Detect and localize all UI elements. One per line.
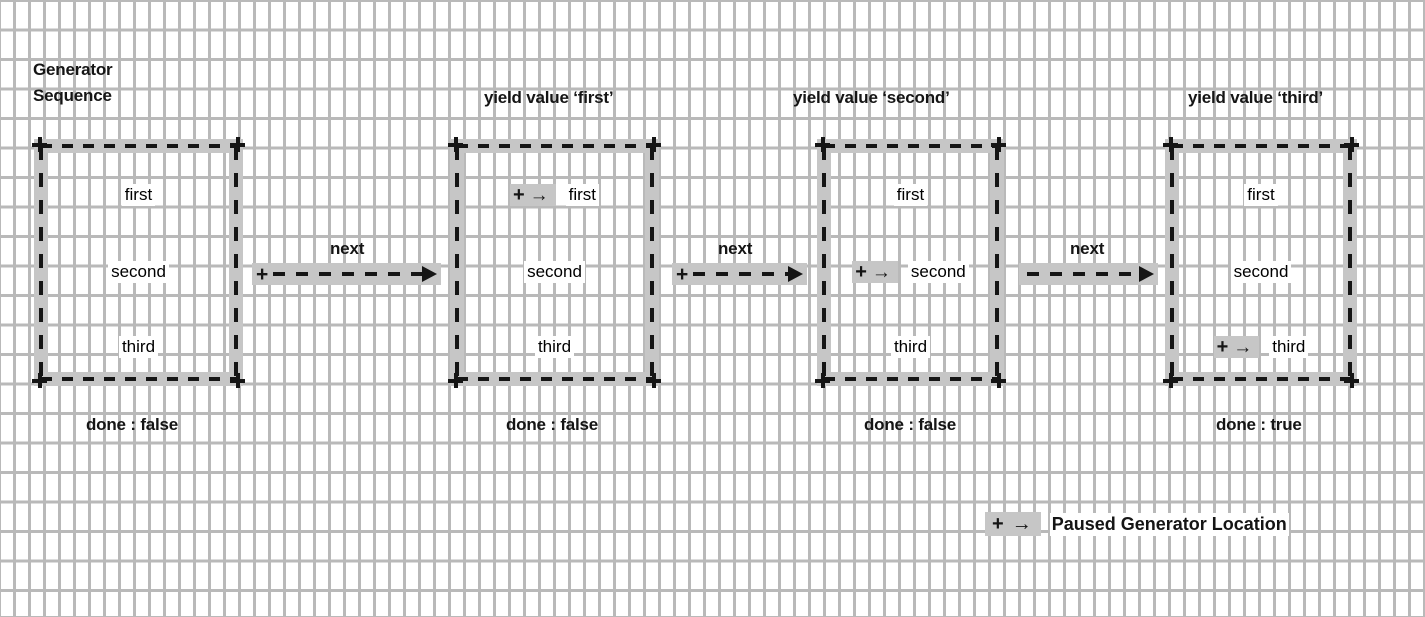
- transition-dashed-line: [693, 272, 789, 276]
- transition-arrow-1: +: [252, 263, 441, 285]
- box-dash-left: [1170, 146, 1174, 379]
- done-status-1: done : false: [86, 415, 179, 434]
- paused-generator-marker-icon: + →: [1213, 336, 1260, 358]
- corner-plus-icon: [991, 373, 1006, 388]
- state-box-1: first second third: [32, 137, 245, 388]
- corner-plus-icon: [1163, 137, 1178, 152]
- box-dash-right: [234, 146, 238, 379]
- legend-label: Paused Generator Location: [1049, 512, 1289, 536]
- state-box-2: + → first second third: [448, 137, 661, 388]
- done-status-2: done : false: [506, 415, 599, 434]
- state-caption-4: yield value ‘third’: [1188, 88, 1324, 107]
- sequence-item-row: second: [41, 259, 236, 285]
- box-dash-left: [455, 146, 459, 379]
- sequence-item-row: first: [1172, 182, 1350, 208]
- transition-dashed-line: [273, 272, 423, 276]
- sequence-item-row-paused: + → third: [1172, 334, 1350, 360]
- box-dash-left: [822, 146, 826, 379]
- transition-plus-icon: +: [676, 262, 689, 286]
- box-dash-top: [457, 144, 652, 148]
- corner-plus-icon: [230, 137, 245, 152]
- sequence-item-label: first: [1244, 184, 1278, 206]
- state-caption-3: yield value ‘second’: [793, 88, 950, 107]
- done-status-3: done : false: [864, 415, 957, 434]
- sequence-item-label: first: [121, 184, 156, 206]
- transition-label-3: next: [1070, 239, 1105, 258]
- corner-plus-icon: [646, 137, 661, 152]
- diagram-title-line-2: Sequence: [33, 86, 112, 105]
- sequence-item-label: third: [118, 336, 159, 358]
- sequence-item-row-paused: + → second: [824, 259, 997, 285]
- state-caption-2: yield value ‘first’: [484, 88, 614, 107]
- transition-arrowhead-icon: [1139, 266, 1154, 282]
- marker-plus-icon: +: [855, 261, 869, 283]
- sequence-item-row-paused: + → first: [457, 182, 652, 208]
- legend: + → Paused Generator Location: [985, 512, 1289, 536]
- sequence-item-row: third: [457, 334, 652, 360]
- sequence-item-label: third: [1269, 336, 1309, 358]
- corner-plus-icon: [815, 373, 830, 388]
- sequence-item-row: third: [824, 334, 997, 360]
- sequence-item-label: second: [907, 261, 969, 283]
- sequence-item-label: second: [524, 261, 585, 283]
- legend-arrow-icon: →: [1011, 513, 1032, 535]
- transition-label-2: next: [718, 239, 753, 258]
- sequence-item-label: third: [534, 336, 575, 358]
- transition-dashed-line: [1027, 272, 1140, 276]
- corner-plus-icon: [32, 137, 47, 152]
- transition-plus-icon: +: [256, 262, 269, 286]
- corner-plus-icon: [1163, 373, 1178, 388]
- corner-plus-icon: [448, 373, 463, 388]
- diagram-title-line-1: Generator: [33, 60, 113, 79]
- state-box-4: first second + → third: [1163, 137, 1359, 388]
- transition-arrowhead-icon: [788, 266, 803, 282]
- marker-plus-icon: +: [512, 184, 527, 206]
- box-dash-right: [650, 146, 654, 379]
- sequence-item-row: first: [41, 182, 236, 208]
- sequence-item-label: first: [565, 184, 600, 206]
- box-dash-top: [1172, 144, 1350, 148]
- sequence-item-label: first: [893, 184, 928, 206]
- legend-marker-icon: + →: [985, 512, 1041, 536]
- sequence-item-label: third: [890, 336, 931, 358]
- transition-arrowhead-icon: [422, 266, 437, 282]
- legend-plus-icon: +: [992, 513, 1004, 535]
- box-dash-right: [1348, 146, 1352, 379]
- sequence-item-label: second: [1230, 261, 1292, 283]
- box-dash-bottom: [824, 377, 997, 381]
- marker-arrow-icon: →: [1233, 336, 1255, 358]
- transition-arrow-2: +: [672, 263, 807, 285]
- marker-plus-icon: +: [1216, 336, 1231, 358]
- state-box-3: first + → second third: [815, 137, 1006, 388]
- box-dash-right: [995, 146, 999, 379]
- done-status-4: done : true: [1216, 415, 1302, 434]
- sequence-item-row: second: [457, 259, 652, 285]
- sequence-item-row: second: [1172, 259, 1350, 285]
- marker-arrow-icon: →: [529, 184, 551, 206]
- corner-plus-icon: [815, 137, 830, 152]
- marker-arrow-icon: →: [871, 261, 893, 283]
- box-dash-top: [41, 144, 236, 148]
- sequence-item-row: first: [824, 182, 997, 208]
- corner-plus-icon: [32, 373, 47, 388]
- corner-plus-icon: [448, 137, 463, 152]
- corner-plus-icon: [1344, 373, 1359, 388]
- box-dash-bottom: [41, 377, 236, 381]
- box-dash-top: [824, 144, 997, 148]
- sequence-item-row: third: [41, 334, 236, 360]
- corner-plus-icon: [646, 373, 661, 388]
- corner-plus-icon: [1344, 137, 1359, 152]
- corner-plus-icon: [230, 373, 245, 388]
- paused-generator-marker-icon: + →: [509, 184, 556, 206]
- corner-plus-icon: [991, 137, 1006, 152]
- box-dash-left: [39, 146, 43, 379]
- transition-label-1: next: [330, 239, 365, 258]
- box-dash-bottom: [457, 377, 652, 381]
- paused-generator-marker-icon: + →: [852, 261, 898, 283]
- transition-arrow-3: [1019, 263, 1158, 285]
- sequence-item-label: second: [108, 261, 169, 283]
- box-dash-bottom: [1172, 377, 1350, 381]
